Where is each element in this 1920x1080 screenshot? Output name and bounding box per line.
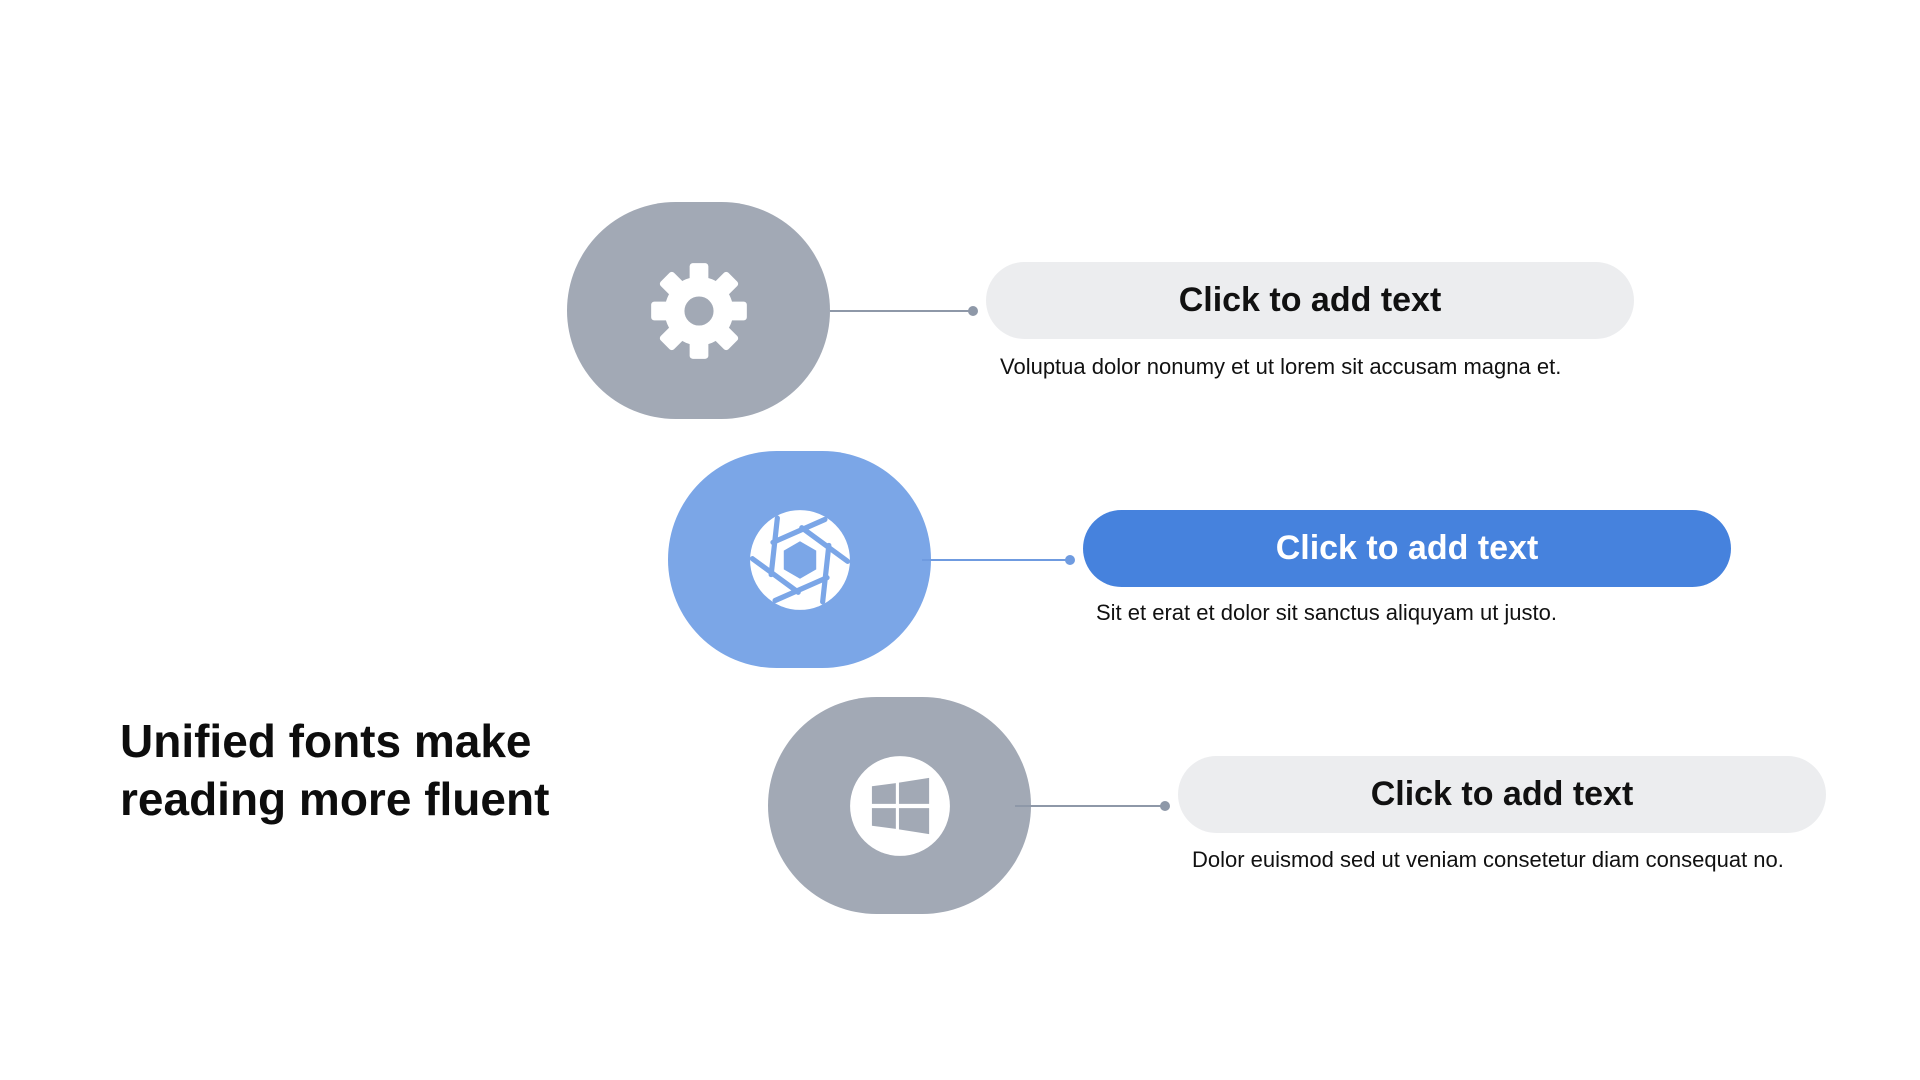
item-2-heading-pill[interactable]: Click to add text [1083, 510, 1731, 587]
slide-title-line-2: reading more fluent [120, 773, 550, 825]
slide-title-line-1: Unified fonts make [120, 715, 532, 767]
item-3-heading: Click to add text [1370, 775, 1634, 813]
windows-logo-icon [849, 755, 950, 856]
gear-icon [650, 262, 747, 359]
item-3-heading-pill[interactable]: Click to add text [1178, 756, 1826, 833]
item-2-connector [922, 555, 1075, 565]
item-2-heading: Click to add text [1275, 529, 1539, 567]
item-1-icon-blob [567, 202, 830, 419]
item-1-heading-pill[interactable]: Click to add text [986, 262, 1634, 339]
slide-title: Unified fonts make reading more fluent [120, 712, 640, 828]
item-1-heading: Click to add text [1178, 281, 1442, 319]
item-1-connector [830, 306, 978, 316]
item-2-description: Sit et erat et dolor sit sanctus aliquya… [1096, 600, 1558, 625]
camera-aperture-icon [749, 509, 850, 610]
item-1-description: Voluptua dolor nonumy et ut lorem sit ac… [1000, 354, 1562, 379]
item-2-icon-blob [668, 451, 931, 668]
item-3-connector [1015, 801, 1170, 811]
item-3-icon-blob [768, 697, 1031, 914]
item-3-description: Dolor euismod sed ut veniam consetetur d… [1192, 847, 1784, 872]
